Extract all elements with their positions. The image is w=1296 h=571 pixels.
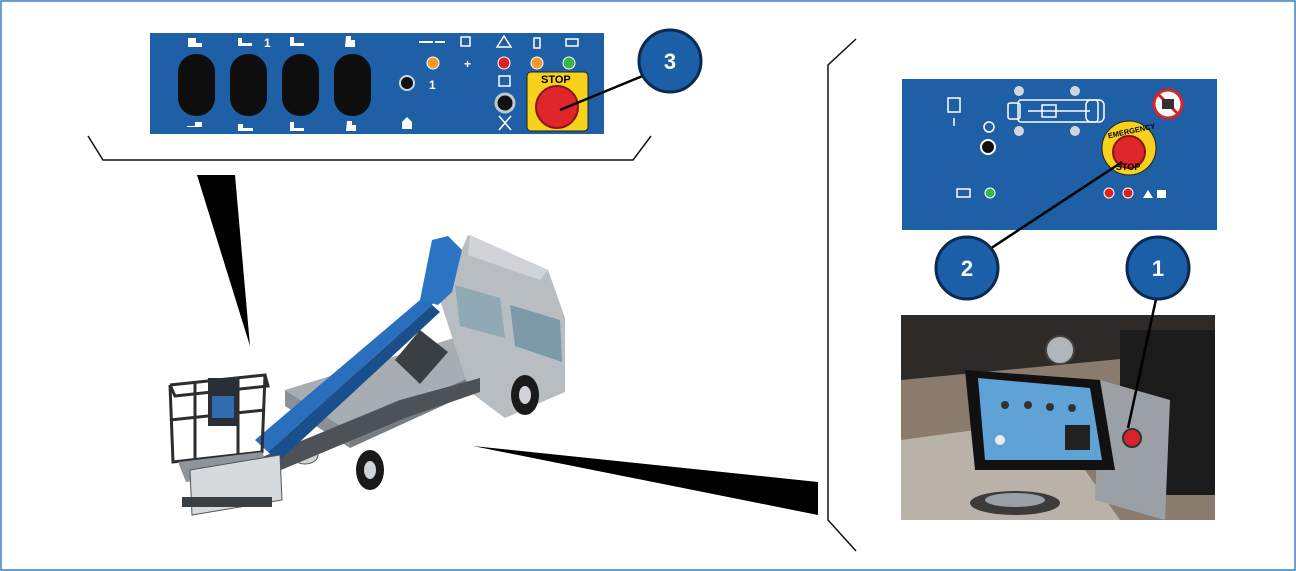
basket-icon <box>460 36 471 47</box>
lower-control-panel: EMERGENCY STOP <box>902 79 1217 230</box>
boom-function-icons <box>187 34 579 131</box>
callout-1-number: 1 <box>1152 256 1164 281</box>
aerial-platform-truck <box>168 235 565 516</box>
horn-button[interactable] <box>494 92 516 114</box>
platform-pointer <box>197 175 250 346</box>
lift-boom-icon <box>290 37 304 46</box>
no-passenger-icon <box>1152 88 1184 120</box>
top-one-label: 1 <box>264 36 271 50</box>
key-icon <box>419 41 445 43</box>
lift-boom-down-icon <box>290 122 304 131</box>
callout-2-number: 2 <box>961 256 973 281</box>
callout-2: 2 <box>934 235 1000 301</box>
rotate-boom-icon <box>188 38 202 47</box>
callout-3-number: 3 <box>664 49 676 74</box>
lower-emergency-stop-button[interactable]: EMERGENCY STOP <box>1101 120 1157 176</box>
control-box-photo <box>901 315 1215 520</box>
plus-label: + <box>464 57 471 71</box>
paddle-3[interactable] <box>282 54 319 116</box>
callout-3: 3 <box>637 28 703 94</box>
status-light <box>1103 187 1115 199</box>
telescope-icon <box>238 38 252 46</box>
rotate-boom-down-icon <box>187 122 202 127</box>
telescope-down-icon <box>238 124 253 131</box>
indicator-light <box>562 56 576 70</box>
key-switch[interactable] <box>399 75 415 91</box>
status-light <box>984 187 996 199</box>
top-panel-bracket <box>87 135 652 161</box>
paddle-4[interactable] <box>334 54 371 116</box>
battery-icon <box>565 38 579 47</box>
status-light <box>1122 187 1134 199</box>
indicator-light <box>530 56 544 70</box>
callout-1-leader <box>1126 289 1160 429</box>
callout-2-leader <box>969 160 1123 264</box>
selector-label: 1 <box>429 78 436 92</box>
top-stop-label: STOP <box>541 74 571 86</box>
paddle-1[interactable] <box>178 54 215 116</box>
lower-key-switch[interactable] <box>980 139 996 155</box>
platform-control-panel: 1 + 1 STOP <box>150 33 604 134</box>
key-position-icon <box>983 121 995 133</box>
home-icon <box>402 117 412 129</box>
machine-icon <box>947 97 961 113</box>
callout-3-leader <box>559 73 646 112</box>
warning-tilt-icon <box>495 34 513 48</box>
indicator-light <box>497 56 511 70</box>
battery-status-icon <box>956 188 971 198</box>
jib-icon <box>345 36 355 47</box>
paddle-controls <box>178 54 371 116</box>
lower-controls-pointer <box>473 446 818 515</box>
lower-stop-label: STOP <box>1116 162 1140 172</box>
top-emergency-stop-button[interactable]: STOP <box>526 71 589 132</box>
right-section-bracket <box>827 38 857 552</box>
overload-warning-icon <box>1143 190 1166 198</box>
horn-icon <box>498 75 511 87</box>
jib-down-icon <box>346 121 356 131</box>
no-horn-icon <box>498 115 512 131</box>
vehicle-outline <box>1017 99 1099 123</box>
paddle-2[interactable] <box>230 54 267 116</box>
indicator-light <box>426 56 440 70</box>
callout-1: 1 <box>1125 235 1191 301</box>
engine-icon <box>533 37 541 49</box>
